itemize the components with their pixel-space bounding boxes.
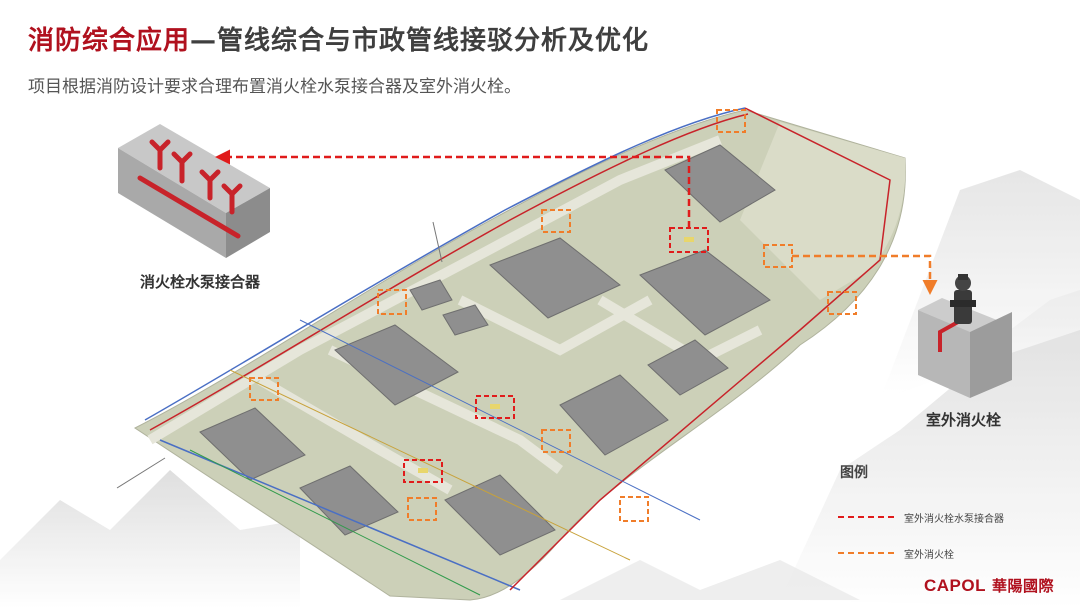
legend: 图例 室外消火栓水泵接合器 室外消火栓: [838, 462, 1004, 580]
legend-item-hydrant: 室外消火栓: [838, 544, 1004, 562]
title-accent: 消防综合应用: [28, 26, 190, 56]
legend-label: 室外消火栓水泵接合器: [904, 510, 1004, 525]
legend-item-pump: 室外消火栓水泵接合器: [838, 508, 1004, 526]
hydrant-marker: [620, 497, 648, 521]
pump-connector-label: 消火栓水泵接合器: [140, 271, 260, 292]
title-rest: —管线综合与市政管线接驳分析及优化: [190, 26, 649, 56]
page-subtitle: 项目根据消防设计要求合理布置消火栓水泵接合器及室外消火栓。: [28, 72, 521, 97]
legend-label: 室外消火栓: [904, 546, 954, 561]
legend-swatch-red-dashed: [838, 516, 894, 518]
outdoor-hydrant-label: 室外消火栓: [926, 409, 1001, 430]
brand-logo: CAPOL 華陽國際: [924, 575, 1054, 596]
brand-name-cn: 華陽國際: [992, 577, 1054, 595]
page-title: 消防综合应用—管线综合与市政管线接驳分析及优化: [28, 20, 649, 57]
pump-connector-inset: [118, 124, 270, 258]
brand-name: CAPOL: [924, 576, 986, 595]
legend-title: 图例: [840, 462, 1004, 482]
legend-swatch-orange-dashed: [838, 552, 894, 554]
